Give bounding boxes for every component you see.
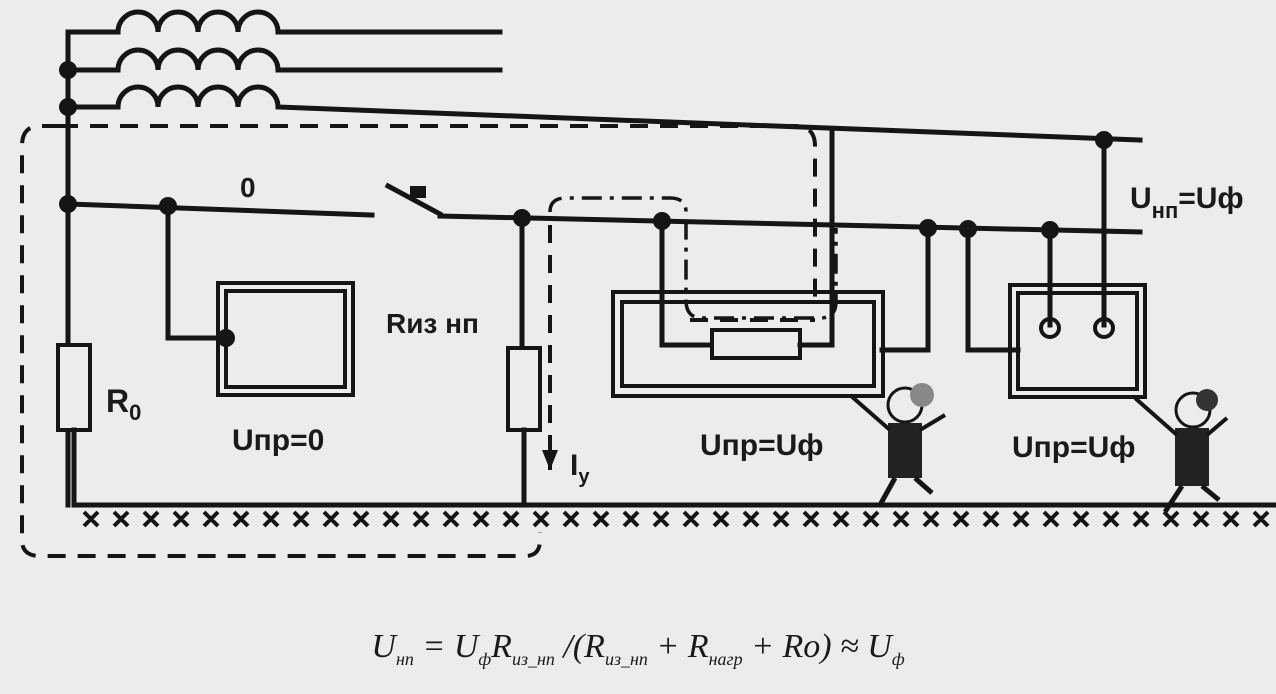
- person-touching-casing-icon: [848, 383, 947, 507]
- casing-grounded: [165, 201, 355, 397]
- neutral-voltage-formula: Uнп = UфRиз_нп /(Rиз_нп + Rнагр + Ro) ≈ …: [371, 628, 905, 669]
- touch-voltage-phase-label-2: Uпр=Uф: [1012, 431, 1136, 464]
- neutral-voltage-label: Uнп=Uф: [1130, 182, 1244, 223]
- junction-nodes: [59, 61, 1113, 347]
- touch-voltage-phase-label: Uпр=Uф: [700, 429, 824, 462]
- casing-socket: [965, 137, 1147, 399]
- resistor-r0: [56, 343, 92, 432]
- electrical-circuit-diagram: 0 R0 Rиз нп Uпр=0 Uпр=Uф Uпр=Uф Iу Uнп=U…: [20, 9, 1276, 558]
- transformer-windings: [65, 9, 1143, 508]
- insulation-resistance: [506, 215, 558, 508]
- leakage-current-label: Iу: [570, 449, 590, 488]
- insulation-resistance-label: Rиз нп: [386, 308, 479, 339]
- zero-wire-label: 0: [240, 172, 256, 203]
- load-resistor: [710, 328, 802, 360]
- current-path-dashdot: [548, 196, 838, 320]
- current-path-dashed: [20, 124, 542, 558]
- neutral-conductor: [65, 182, 1143, 235]
- casing-load: [611, 127, 931, 398]
- person-touching-casing-icon: [1133, 389, 1229, 514]
- touch-voltage-zero-label: Uпр=0: [232, 424, 324, 457]
- r0-label: R0: [106, 383, 141, 425]
- ground-line: [71, 502, 1276, 528]
